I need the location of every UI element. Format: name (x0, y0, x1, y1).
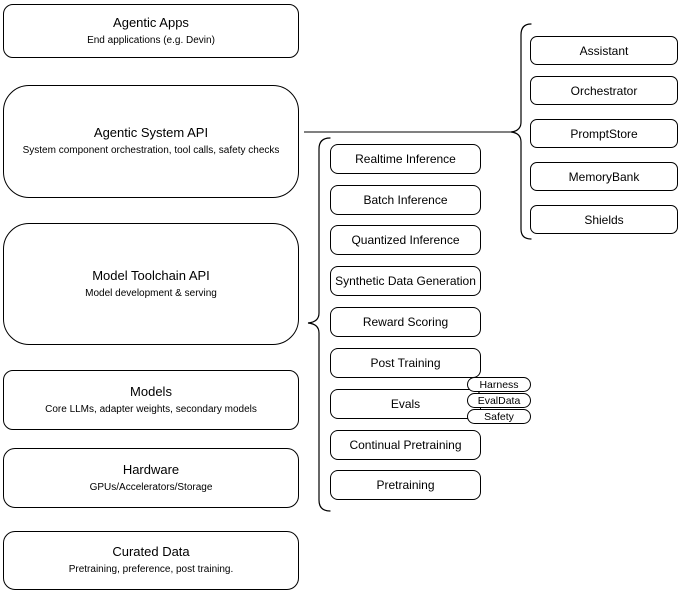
component-promptstore: PromptStore (530, 119, 678, 148)
evals-tag-label: Safety (484, 410, 514, 423)
toolchain-item-batch-inference: Batch Inference (330, 185, 481, 215)
toolchain-item-continual-pretraining: Continual Pretraining (330, 430, 481, 460)
node-curated-data: Curated Data Pretraining, preference, po… (3, 531, 299, 590)
component-shields: Shields (530, 205, 678, 234)
node-subtitle: GPUs/Accelerators/Storage (89, 481, 213, 493)
component-memorybank: MemoryBank (530, 162, 678, 191)
node-subtitle: End applications (e.g. Devin) (87, 34, 215, 46)
node-title: Hardware (122, 461, 180, 477)
toolchain-item-evals: Evals (330, 389, 481, 419)
component-label: Assistant (579, 43, 629, 58)
toolchain-brace (307, 137, 331, 512)
toolchain-item-label: Synthetic Data Generation (335, 274, 476, 288)
component-label: MemoryBank (568, 169, 640, 184)
node-title: Agentic System API (93, 125, 209, 140)
toolchain-item-label: Reward Scoring (362, 315, 449, 329)
component-label: Orchestrator (570, 83, 638, 98)
toolchain-item-label: Post Training (370, 356, 441, 370)
evals-tag-harness: Harness (467, 377, 531, 392)
node-model-toolchain-api: Model Toolchain API Model development & … (3, 223, 299, 345)
system-components-brace (510, 23, 532, 240)
component-label: PromptStore (570, 126, 638, 141)
component-assistant: Assistant (530, 36, 678, 65)
toolchain-item-synthetic-data-generation: Synthetic Data Generation (330, 266, 481, 296)
node-agentic-apps: Agentic Apps End applications (e.g. Devi… (3, 4, 299, 58)
toolchain-item-realtime-inference: Realtime Inference (330, 144, 481, 174)
evals-tag-label: Harness (479, 378, 519, 391)
component-label: Shields (584, 212, 624, 227)
node-hardware: Hardware GPUs/Accelerators/Storage (3, 448, 299, 508)
node-subtitle: Core LLMs, adapter weights, secondary mo… (45, 403, 257, 415)
component-orchestrator: Orchestrator (530, 76, 678, 105)
toolchain-item-label: Evals (390, 397, 421, 411)
evals-tag-safety: Safety (467, 409, 531, 424)
toolchain-item-quantized-inference: Quantized Inference (330, 225, 481, 255)
toolchain-item-label: Batch Inference (363, 193, 448, 207)
toolchain-item-label: Continual Pretraining (349, 438, 462, 452)
node-title: Agentic Apps (113, 14, 189, 30)
toolchain-item-pretraining: Pretraining (330, 470, 481, 500)
node-subtitle: Model development & serving (85, 287, 217, 299)
toolchain-item-label: Pretraining (376, 478, 435, 492)
node-subtitle: System component orchestration, tool cal… (22, 145, 280, 156)
evals-tag-label: EvalData (477, 394, 521, 407)
toolchain-item-reward-scoring: Reward Scoring (330, 307, 481, 337)
toolchain-item-post-training: Post Training (330, 348, 481, 378)
node-subtitle: Pretraining, preference, post training. (68, 564, 234, 575)
evals-tag-evaldata: EvalData (467, 393, 531, 408)
node-title: Curated Data (112, 544, 190, 559)
toolchain-item-label: Realtime Inference (355, 152, 456, 166)
node-title: Model Toolchain API (92, 267, 210, 283)
node-title: Models (130, 383, 172, 399)
node-models: Models Core LLMs, adapter weights, secon… (3, 370, 299, 430)
toolchain-item-label: Quantized Inference (351, 233, 460, 247)
node-agentic-system-api: Agentic System API System component orch… (3, 85, 299, 198)
